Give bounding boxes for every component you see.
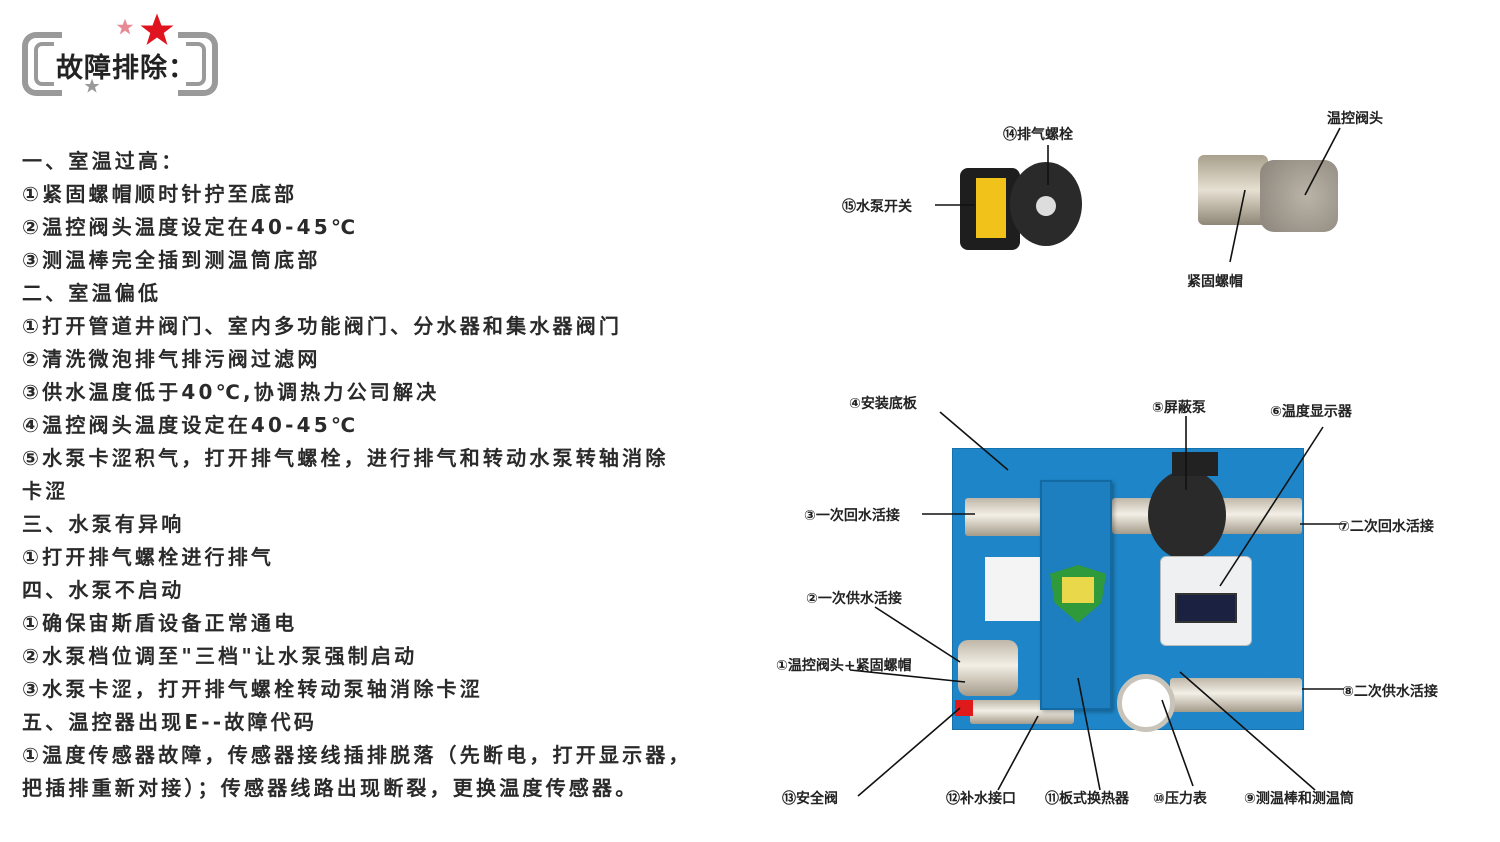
- label-temp-probe: ⑨测温棒和测温筒: [1244, 791, 1354, 807]
- label-pressure-gauge: ⑩压力表: [1153, 791, 1207, 807]
- list-item: ②水泵档位调至"三档"让水泵强制启动: [22, 644, 418, 668]
- list-item: ②清洗微泡排气排污阀过滤网: [22, 347, 321, 371]
- bracket-inner-left: [34, 42, 54, 86]
- list-item: ②温控阀头温度设定在40-45℃: [22, 215, 359, 239]
- list-item: ①温度传感器故障，传感器接线插排脱落（先断电，打开显示器，: [22, 743, 692, 767]
- valve-body: [958, 640, 1018, 696]
- list-item: 卡涩: [22, 479, 69, 503]
- label-vent-bolt: ⑭排气螺栓: [1003, 127, 1073, 143]
- label-valve-head: 温控阀头: [1327, 111, 1383, 127]
- bracket-inner-right: [186, 42, 206, 86]
- secondary-supply-pipe: [1170, 678, 1302, 712]
- safety-valve-cap: [955, 700, 973, 716]
- list-item: ③测温棒完全插到测温筒底部: [22, 248, 321, 272]
- star-icon: [84, 78, 100, 93]
- list-item: 五、温控器出现E--故障代码: [22, 710, 318, 734]
- label-secondary-return: ⑦二次回水活接: [1338, 519, 1434, 535]
- label-base-plate: ④安装底板: [849, 396, 917, 412]
- list-item: ③供水温度低于40℃,协调热力公司解决: [22, 380, 440, 404]
- label-valve-nut: ①温控阀头+紧固螺帽: [776, 658, 912, 674]
- star-icon: [140, 13, 174, 45]
- label-safety-valve: ⑬安全阀: [782, 791, 838, 807]
- pump-head: [1172, 452, 1218, 476]
- label-shield-pump: ⑤屏蔽泵: [1152, 400, 1206, 416]
- bracket-left: [22, 32, 62, 96]
- shield-pump: [1148, 470, 1226, 560]
- list-item: 四、水泵不启动: [22, 578, 185, 602]
- instruction-label: [985, 557, 1043, 621]
- list-item: ①确保宙斯盾设备正常通电: [22, 611, 298, 635]
- label-primary-return: ③一次回水活接: [804, 508, 900, 524]
- list-item: ④温控阀头温度设定在40-45℃: [22, 413, 359, 437]
- display-screen: [1175, 593, 1237, 623]
- label-primary-supply: ②一次供水活接: [806, 591, 902, 607]
- list-item: ①打开排气螺栓进行排气: [22, 545, 275, 569]
- label-secondary-supply: ⑧二次供水活接: [1342, 684, 1438, 700]
- list-item: 二、室温偏低: [22, 281, 162, 305]
- label-makeup-port: ⑫补水接口: [946, 791, 1016, 807]
- primary-return-pipe: [965, 498, 1043, 536]
- troubleshooting-list: 一、室温过高： ①紧固螺帽顺时针拧至底部 ②温控阀头温度设定在40-45℃ ③测…: [22, 145, 722, 805]
- label-lock-nut: 紧固螺帽: [1187, 274, 1243, 290]
- list-item: 三、水泵有异响: [22, 512, 185, 536]
- pressure-gauge: [1117, 674, 1175, 732]
- section-title-badge: 故障排除：: [22, 28, 218, 100]
- label-pump-switch: ⑮水泵开关: [842, 199, 912, 215]
- list-item: 一、室温过高：: [22, 149, 185, 173]
- list-item: ①紧固螺帽顺时针拧至底部: [22, 182, 298, 206]
- label-plate-hx: ⑪板式换热器: [1045, 791, 1129, 807]
- list-item: ⑤水泵卡涩积气，打开排气螺栓，进行排气和转动水泵转轴消除: [22, 446, 669, 470]
- list-item: ③水泵卡涩，打开排气螺栓转动泵轴消除卡涩: [22, 677, 483, 701]
- star-icon: [116, 18, 134, 35]
- temperature-display-box: [1160, 556, 1252, 646]
- bracket-right: [178, 32, 218, 96]
- list-item: ①打开管道井阀门、室内多功能阀门、分水器和集水器阀门: [22, 314, 623, 338]
- list-item: 把插排重新对接）；传感器线路出现断裂，更换温度传感器。: [22, 776, 639, 800]
- section-title: 故障排除：: [56, 53, 196, 84]
- label-temp-display: ⑥温度显示器: [1270, 404, 1352, 420]
